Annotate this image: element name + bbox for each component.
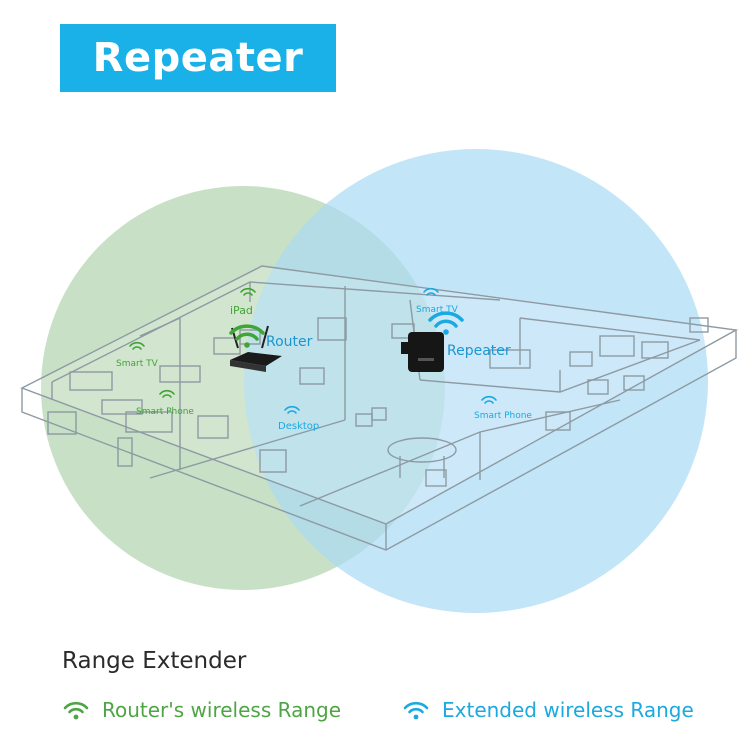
wifi-icon (403, 701, 429, 720)
smart-tv-left-label: Smart TV (116, 359, 159, 369)
desktop-wifi-icon (284, 405, 300, 414)
router-wifi-icon (229, 324, 265, 348)
legend-router-range-label: Router's wireless Range (102, 698, 342, 722)
smart-tv-right-label: Smart TV (416, 305, 459, 315)
banner-title: Repeater (92, 35, 304, 81)
title-banner: Repeater (60, 24, 336, 92)
ipad-label: iPad (230, 304, 253, 317)
smart-tv-left-wifi-icon (129, 341, 145, 350)
smart-phone-left-label: Smart Phone (136, 407, 194, 417)
smart-phone-right-wifi-icon (481, 395, 497, 404)
ipad-wifi-icon (240, 287, 256, 296)
legend-router-range: Router's wireless Range (62, 698, 341, 722)
repeater-wifi-icon (428, 311, 464, 335)
subtitle: Range Extender (62, 648, 247, 674)
repeater-device (401, 332, 444, 372)
router-device (230, 325, 282, 372)
smart-phone-left-wifi-icon (159, 389, 175, 398)
repeater-label: Repeater (447, 343, 511, 359)
desktop-label: Desktop (278, 421, 319, 432)
smart-phone-right-label: Smart Phone (474, 411, 532, 421)
router-label: Router (266, 334, 313, 350)
smart-tv-right-wifi-icon (423, 287, 439, 296)
floor-plan (20, 265, 739, 551)
legend-extended-range: Extended wireless Range (402, 698, 694, 722)
legend-extended-range-label: Extended wireless Range (442, 698, 694, 722)
wifi-icon (63, 701, 89, 720)
extended-coverage-circle (244, 149, 708, 613)
network-diagram: Router Repeater iPad Smart TV Sma (20, 149, 739, 613)
